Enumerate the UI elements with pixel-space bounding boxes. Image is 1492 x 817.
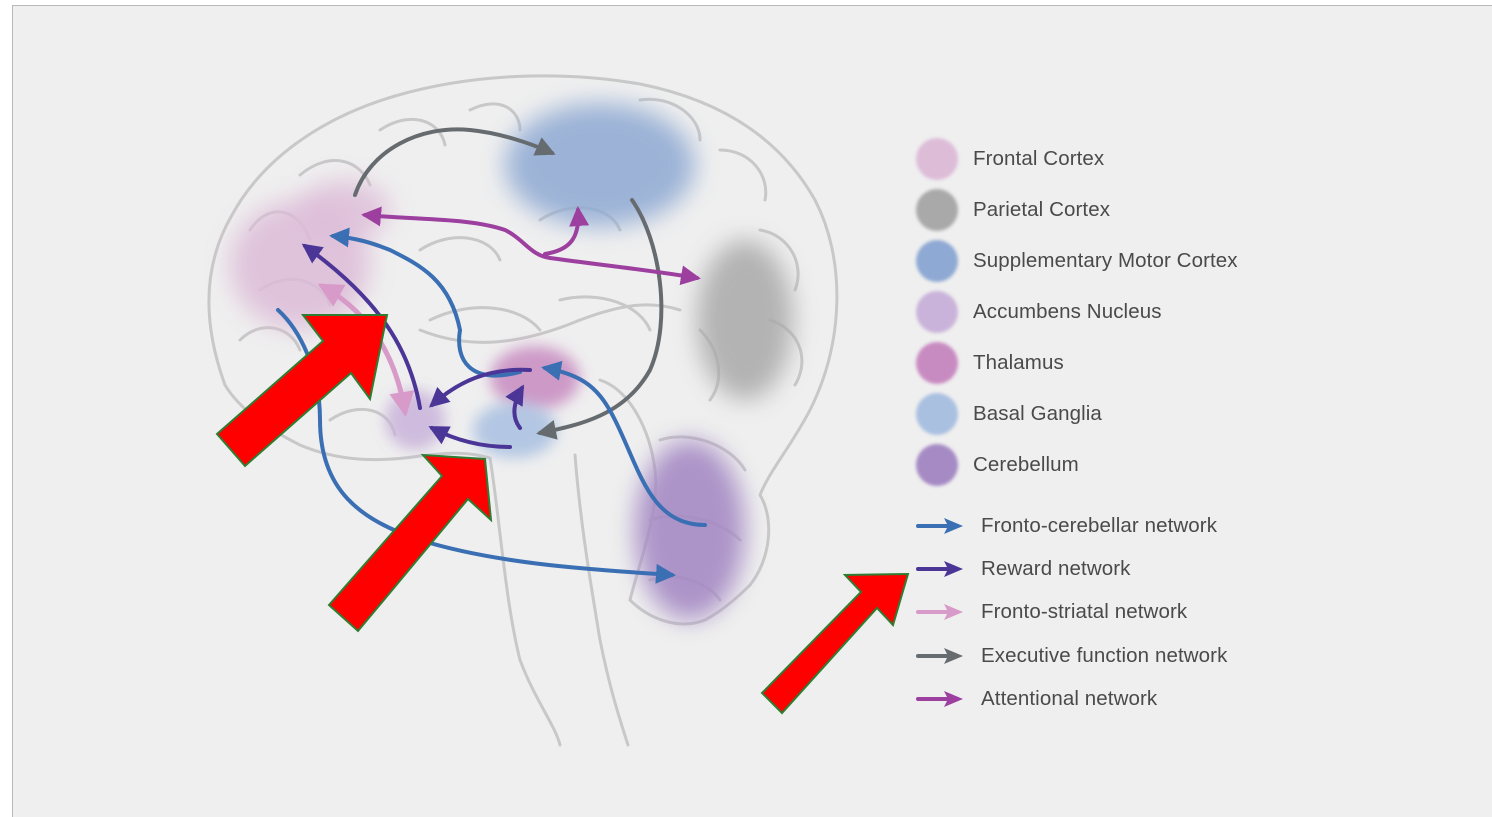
- region-label: Thalamus: [973, 351, 1064, 375]
- network-arrow-icon: [916, 601, 966, 623]
- supplementary-motor-cortex-region: [505, 103, 695, 227]
- region-swatch: [916, 291, 958, 333]
- red-highlight-arrow-3: [762, 574, 908, 713]
- frontal-cortex-region-upper: [300, 180, 390, 240]
- legend-region-item: Frontal Cortex: [916, 133, 1336, 184]
- legend-network-item: Reward network: [916, 547, 1336, 590]
- parietal-cortex-region: [697, 240, 793, 400]
- region-swatch: [916, 189, 958, 231]
- network-arrow-icon: [916, 688, 966, 710]
- region-swatch: [916, 138, 958, 180]
- region-label: Basal Ganglia: [973, 402, 1102, 426]
- network-label: Fronto-cerebellar network: [981, 514, 1217, 538]
- region-label: Accumbens Nucleus: [973, 300, 1162, 324]
- legend-region-item: Thalamus: [916, 337, 1336, 388]
- network-arrow-icon: [916, 558, 966, 580]
- legend-network-item: Attentional network: [916, 677, 1336, 720]
- network-label: Fronto-striatal network: [981, 600, 1187, 624]
- network-arrow-icon: [916, 515, 966, 537]
- legend-region-item: Cerebellum: [916, 439, 1336, 490]
- network-label: Attentional network: [981, 687, 1157, 711]
- region-swatch: [916, 393, 958, 435]
- region-swatch: [916, 240, 958, 282]
- legend-region-item: Accumbens Nucleus: [916, 286, 1336, 337]
- thalamus-region: [490, 346, 580, 410]
- legend-region-item: Parietal Cortex: [916, 184, 1336, 235]
- region-swatch: [916, 342, 958, 384]
- legend-network-item: Fronto-cerebellar network: [916, 504, 1336, 547]
- network-label: Executive function network: [981, 644, 1227, 668]
- region-label: Supplementary Motor Cortex: [973, 249, 1238, 273]
- region-label: Frontal Cortex: [973, 147, 1104, 171]
- legend-network-item: Fronto-striatal network: [916, 591, 1336, 634]
- region-label: Parietal Cortex: [973, 198, 1110, 222]
- legend-network-item: Executive function network: [916, 634, 1336, 677]
- legend-region-item: Supplementary Motor Cortex: [916, 235, 1336, 286]
- network-label: Reward network: [981, 557, 1131, 581]
- region-label: Cerebellum: [973, 453, 1079, 477]
- cerebellum-region: [635, 440, 745, 620]
- legend-region-item: Basal Ganglia: [916, 388, 1336, 439]
- network-arrow-icon: [916, 645, 966, 667]
- red-highlight-arrow-2: [329, 455, 491, 631]
- region-swatch: [916, 444, 958, 486]
